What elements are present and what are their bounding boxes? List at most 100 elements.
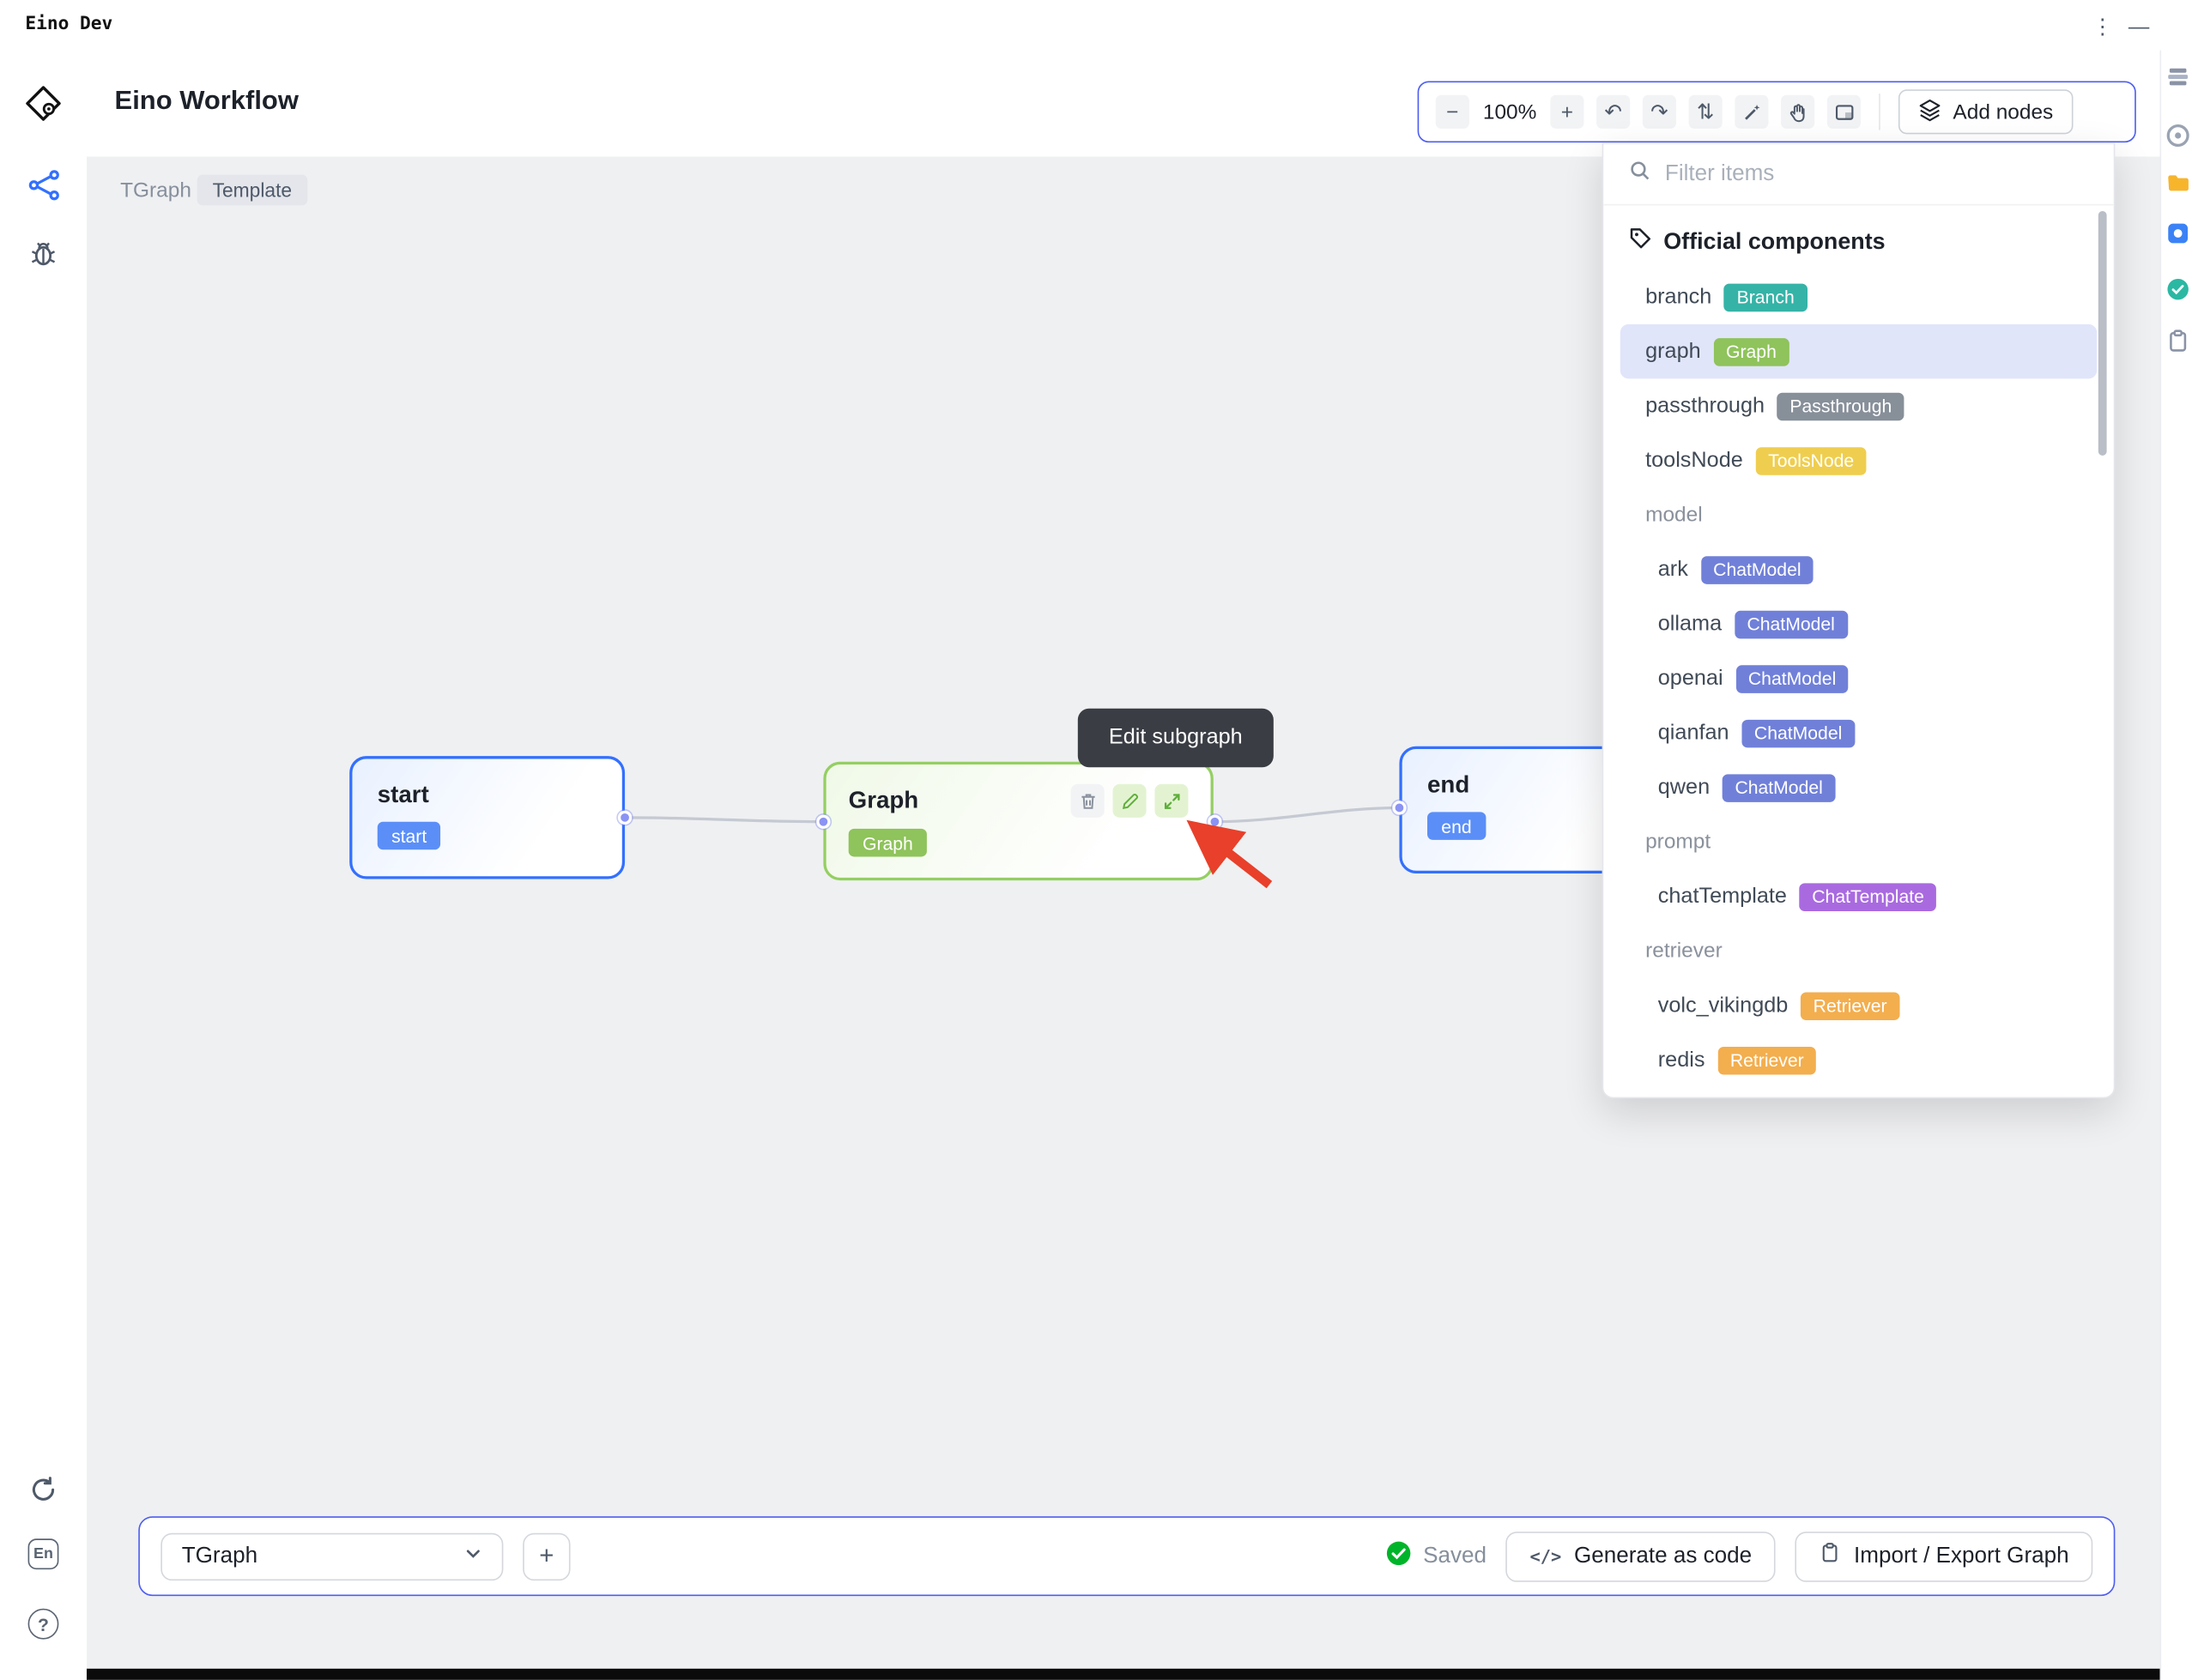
component-item-openai[interactable]: openai ChatModel (1620, 651, 2097, 706)
save-status: Saved (1385, 1539, 1487, 1573)
breadcrumb[interactable]: TGraph (120, 178, 191, 203)
edit-subgraph-tooltip: Edit subgraph (1077, 708, 1274, 768)
tag-icon (1629, 227, 1653, 257)
left-sidebar: En ? (0, 50, 87, 1680)
page-title: Eino Workflow (114, 86, 299, 117)
group-label-model: model (1645, 503, 1703, 528)
dock-target-icon[interactable] (2165, 123, 2190, 148)
undo-button[interactable]: ↶ (1596, 94, 1631, 129)
port-graph-out[interactable] (1208, 814, 1222, 829)
node-graph-type-badge: Graph (848, 828, 928, 857)
language-label: En (33, 1545, 53, 1562)
dock-folder-icon[interactable] (2165, 171, 2190, 196)
port-end-in[interactable] (1392, 801, 1407, 815)
saved-label: Saved (1423, 1544, 1487, 1568)
node-graph[interactable]: Graph Graph (823, 761, 1214, 881)
debug-bug-icon[interactable] (24, 233, 64, 273)
graph-select-value: TGraph (181, 1544, 258, 1568)
magic-wand-button[interactable] (1735, 94, 1769, 129)
type-badge: ToolsNode (1755, 446, 1867, 474)
type-badge: ChatTemplate (1799, 882, 1937, 911)
panel-scrollbar[interactable] (2098, 210, 2107, 456)
code-icon: </> (1529, 1545, 1562, 1567)
dock-clipboard-icon[interactable] (2165, 329, 2190, 354)
node-graph-title: Graph (848, 787, 919, 813)
expand-subgraph-button[interactable] (1154, 783, 1189, 818)
component-item-ark[interactable]: ark ChatModel (1620, 542, 2097, 597)
window-title: Eino Dev (25, 14, 113, 35)
refresh-icon[interactable] (24, 1470, 64, 1509)
component-item-redis[interactable]: redis Retriever (1620, 1033, 2097, 1088)
component-item-qwen[interactable]: qwen ChatModel (1620, 760, 2097, 815)
port-start-out[interactable] (617, 810, 633, 825)
component-item-graph[interactable]: graph Graph (1620, 323, 2098, 379)
auto-layout-button[interactable]: ⇅ (1688, 94, 1723, 129)
node-start-type-badge: start (377, 821, 441, 850)
component-item-ollama[interactable]: ollama ChatModel (1620, 596, 2097, 651)
add-nodes-panel: Official components branch Branch graph … (1602, 142, 2116, 1099)
add-graph-button[interactable]: + (523, 1532, 571, 1580)
delete-node-button[interactable] (1070, 783, 1105, 818)
saved-check-icon (1385, 1539, 1412, 1573)
zoom-in-button[interactable]: + (1550, 94, 1584, 129)
component-item-volc-vikingdb[interactable]: volc_vikingdb Retriever (1620, 978, 2097, 1033)
layers-icon (1918, 97, 1942, 126)
official-components-header: Official components (1620, 214, 2097, 269)
node-end-title: end (1427, 771, 1470, 799)
language-toggle[interactable]: En (27, 1538, 59, 1570)
node-start-title: start (377, 781, 429, 808)
node-graph-actions (1070, 783, 1189, 818)
zoom-level: 100% (1482, 100, 1537, 124)
generate-code-button[interactable]: </> Generate as code (1505, 1531, 1776, 1581)
type-badge: ChatModel (1700, 555, 1814, 584)
clipboard-icon (1819, 1542, 1841, 1571)
node-end-type-badge: end (1427, 812, 1486, 840)
window-titlebar: Eino Dev ⋮ — (0, 0, 2192, 51)
type-badge: Retriever (1717, 1046, 1817, 1074)
group-label-prompt: prompt (1645, 830, 1711, 855)
component-item-passthrough[interactable]: passthrough Passthrough (1620, 378, 2097, 433)
edit-node-button[interactable] (1112, 783, 1147, 818)
type-badge: ChatModel (1722, 773, 1836, 802)
node-start[interactable]: start start (349, 756, 626, 879)
chevron-down-icon (464, 1544, 482, 1568)
zoom-out-button[interactable]: − (1435, 94, 1469, 129)
port-graph-in[interactable] (816, 814, 831, 829)
minimap-button[interactable] (1826, 94, 1861, 129)
bottom-bar: TGraph + Saved </> Generate as code Impo… (138, 1516, 2116, 1597)
type-badge: Graph (1713, 337, 1789, 366)
type-badge: ChatModel (1741, 719, 1855, 747)
filter-items-input[interactable] (1664, 161, 2089, 187)
help-icon[interactable]: ? (27, 1608, 59, 1640)
component-item-qianfan[interactable]: qianfan ChatModel (1620, 706, 2097, 761)
type-badge: Branch (1723, 282, 1807, 311)
dock-app-icon[interactable] (2165, 221, 2190, 245)
redo-button[interactable]: ↷ (1642, 94, 1676, 129)
import-export-button[interactable]: Import / Export Graph (1795, 1531, 2093, 1581)
type-badge: Passthrough (1777, 391, 1904, 420)
type-badge: Retriever (1800, 991, 1900, 1020)
pan-hand-button[interactable] (1781, 94, 1815, 129)
workflow-nav-icon[interactable] (24, 165, 64, 204)
template-badge[interactable]: Template (197, 174, 308, 206)
dock-check-icon[interactable] (2165, 277, 2190, 302)
add-nodes-label: Add nodes (1953, 100, 2054, 124)
window-menu-icon[interactable]: ⋮ (2092, 15, 2113, 39)
add-nodes-button[interactable]: Add nodes (1898, 89, 2074, 135)
toolbar-separator (1879, 94, 1880, 130)
component-item-branch[interactable]: branch Branch (1620, 269, 2097, 324)
window-minimize-icon[interactable]: — (2128, 15, 2150, 39)
type-badge: ChatModel (1734, 609, 1848, 638)
search-icon (1629, 160, 1651, 189)
app-logo-icon[interactable] (24, 84, 64, 124)
group-label-retriever: retriever (1645, 939, 1723, 964)
component-item-toolsnode[interactable]: toolsNode ToolsNode (1620, 433, 2097, 488)
filter-search-row (1603, 144, 2114, 206)
dock-stack-icon[interactable] (2165, 64, 2190, 89)
bottom-black-strip (86, 1668, 2160, 1680)
component-item-chattemplate[interactable]: chatTemplate ChatTemplate (1620, 869, 2097, 924)
right-dock-strip (2159, 0, 2192, 1680)
type-badge: ChatModel (1735, 664, 1849, 693)
graph-select[interactable]: TGraph (160, 1532, 504, 1580)
